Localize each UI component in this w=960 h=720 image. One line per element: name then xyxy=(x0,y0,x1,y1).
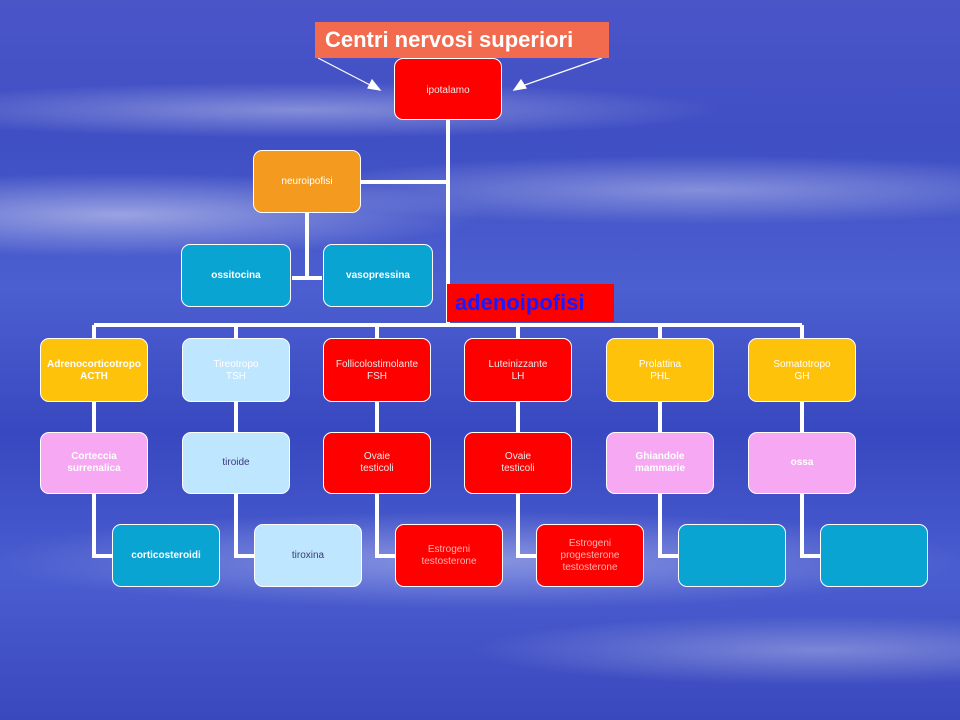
node-estrogeni-progesterone-testosterone: Estrogeni progesterone testosterone xyxy=(536,524,644,587)
node-fsh: Follicolostimolante FSH xyxy=(323,338,431,402)
node-estrogeni-testosterone: Estrogeni testosterone xyxy=(395,524,503,587)
node-corteccia-surrenalica: Corteccia surrenalica xyxy=(40,432,148,494)
node-ossitocina: ossitocina xyxy=(181,244,291,307)
node-ovaie-testicoli-2: Ovaie testicoli xyxy=(464,432,572,494)
node-corticosteroidi: corticosteroidi xyxy=(112,524,220,587)
node-gh: Somatotropo GH xyxy=(748,338,856,402)
node-vasopressina: vasopressina xyxy=(323,244,433,307)
node-tiroide: tiroide xyxy=(182,432,290,494)
title-callout: Centri nervosi superiori xyxy=(315,22,609,58)
node-ossa: ossa xyxy=(748,432,856,494)
node-neuroipofisi: neuroipofisi xyxy=(253,150,361,213)
node-phl: Prolattina PHL xyxy=(606,338,714,402)
node-empty-phl-product xyxy=(678,524,786,587)
adenoipofisi-callout: adenoipofisi xyxy=(447,284,614,322)
node-empty-gh-product xyxy=(820,524,928,587)
node-acth: Adrenocorticotropo ACTH xyxy=(40,338,148,402)
node-ghiandole-mammarie: Ghiandole mammarie xyxy=(606,432,714,494)
node-ipotalamo: ipotalamo xyxy=(394,58,502,120)
node-tiroxina: tiroxina xyxy=(254,524,362,587)
node-tsh: Tireotropo TSH xyxy=(182,338,290,402)
node-ovaie-testicoli-1: Ovaie testicoli xyxy=(323,432,431,494)
node-lh: Luteinizzante LH xyxy=(464,338,572,402)
